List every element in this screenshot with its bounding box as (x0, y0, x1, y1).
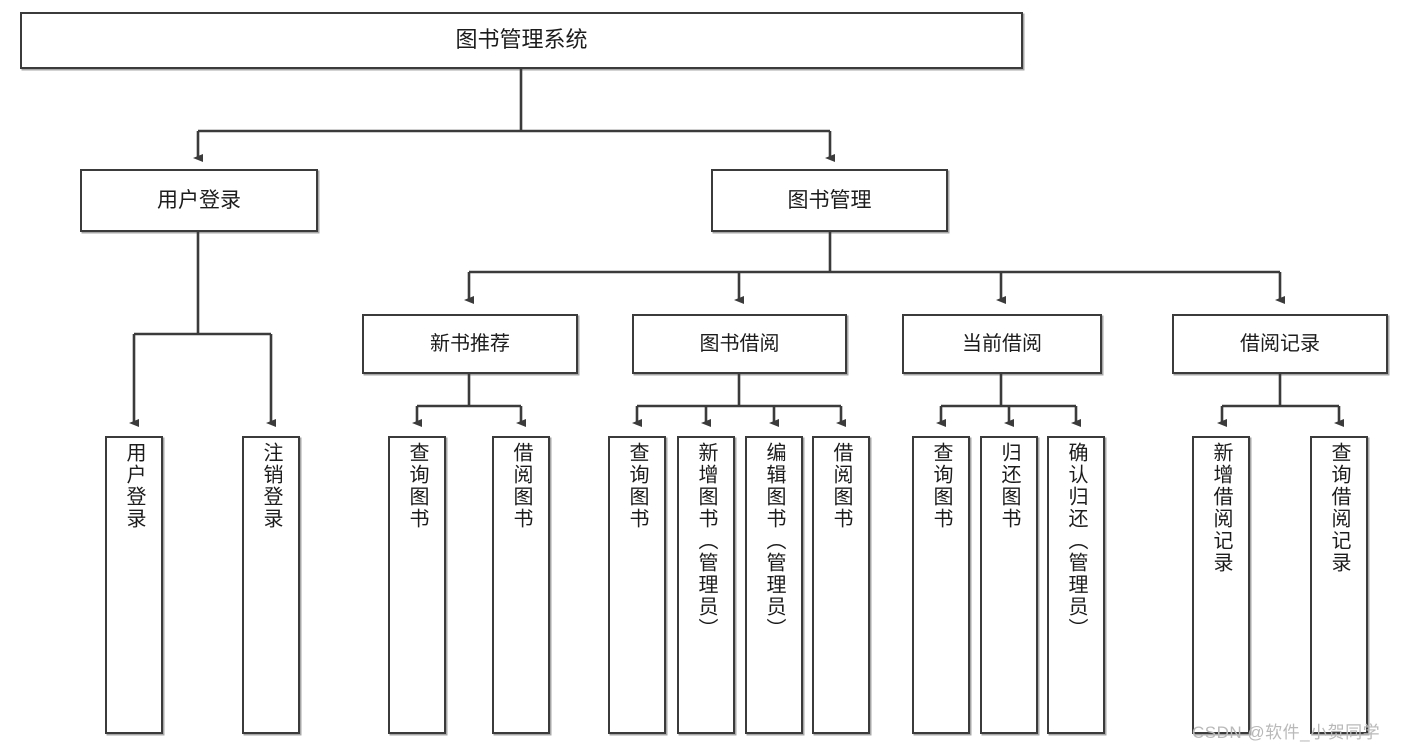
node-label: 图书管理 (787, 188, 872, 212)
node-label: 确认归还（管理员） (1065, 442, 1087, 640)
leaf-current-borrow-return-book[interactable]: 归还图书 (980, 436, 1038, 734)
node-label: 查询图书 (406, 442, 428, 530)
leaf-book-borrow-borrow-book[interactable]: 借阅图书 (812, 436, 870, 734)
node-label: 编辑图书（管理员） (763, 442, 785, 640)
node-label: 用户登录 (123, 442, 145, 530)
node-label: 用户登录 (157, 188, 241, 212)
leaf-current-borrow-query-book[interactable]: 查询图书 (912, 436, 970, 734)
node-label: 查询图书 (626, 442, 648, 530)
node-label: 新书推荐 (430, 332, 510, 355)
node-label: 借阅记录 (1240, 332, 1320, 355)
leaf-user-login-logout[interactable]: 注销登录 (242, 436, 300, 734)
node-root-book-management-system[interactable]: 图书管理系统 (20, 12, 1023, 69)
leaf-user-login-login[interactable]: 用户登录 (105, 436, 163, 734)
node-label: 归还图书 (998, 442, 1020, 530)
node-label: 图书借阅 (699, 332, 780, 355)
leaf-new-book-borrow-book[interactable]: 借阅图书 (492, 436, 550, 734)
node-label: 借阅图书 (830, 442, 852, 530)
leaf-borrow-record-add-record[interactable]: 新增借阅记录 (1192, 436, 1250, 734)
node-label: 新增图书（管理员） (695, 442, 717, 640)
leaf-current-borrow-confirm-return-admin[interactable]: 确认归还（管理员） (1047, 436, 1105, 734)
leaf-book-borrow-add-book-admin[interactable]: 新增图书（管理员） (677, 436, 735, 734)
leaf-new-book-query-book[interactable]: 查询图书 (388, 436, 446, 734)
node-new-book-recommend[interactable]: 新书推荐 (362, 314, 578, 374)
node-label: 借阅图书 (510, 442, 532, 530)
node-label: 查询借阅记录 (1328, 442, 1350, 574)
node-label: 注销登录 (260, 442, 282, 530)
node-current-borrow[interactable]: 当前借阅 (902, 314, 1102, 374)
node-label: 当前借阅 (962, 332, 1042, 355)
leaf-book-borrow-query-book[interactable]: 查询图书 (608, 436, 666, 734)
csdn-watermark: CSDN @软件_小贺同学 (1192, 723, 1381, 742)
node-borrow-record[interactable]: 借阅记录 (1172, 314, 1388, 374)
leaf-book-borrow-edit-book-admin[interactable]: 编辑图书（管理员） (745, 436, 803, 734)
node-label: 图书管理系统 (455, 27, 588, 53)
leaf-borrow-record-query-record[interactable]: 查询借阅记录 (1310, 436, 1368, 734)
node-label: 查询图书 (930, 442, 952, 530)
node-user-login[interactable]: 用户登录 (80, 169, 318, 232)
node-book-management[interactable]: 图书管理 (711, 169, 948, 232)
node-label: 新增借阅记录 (1210, 442, 1232, 574)
node-book-borrow[interactable]: 图书借阅 (632, 314, 847, 374)
